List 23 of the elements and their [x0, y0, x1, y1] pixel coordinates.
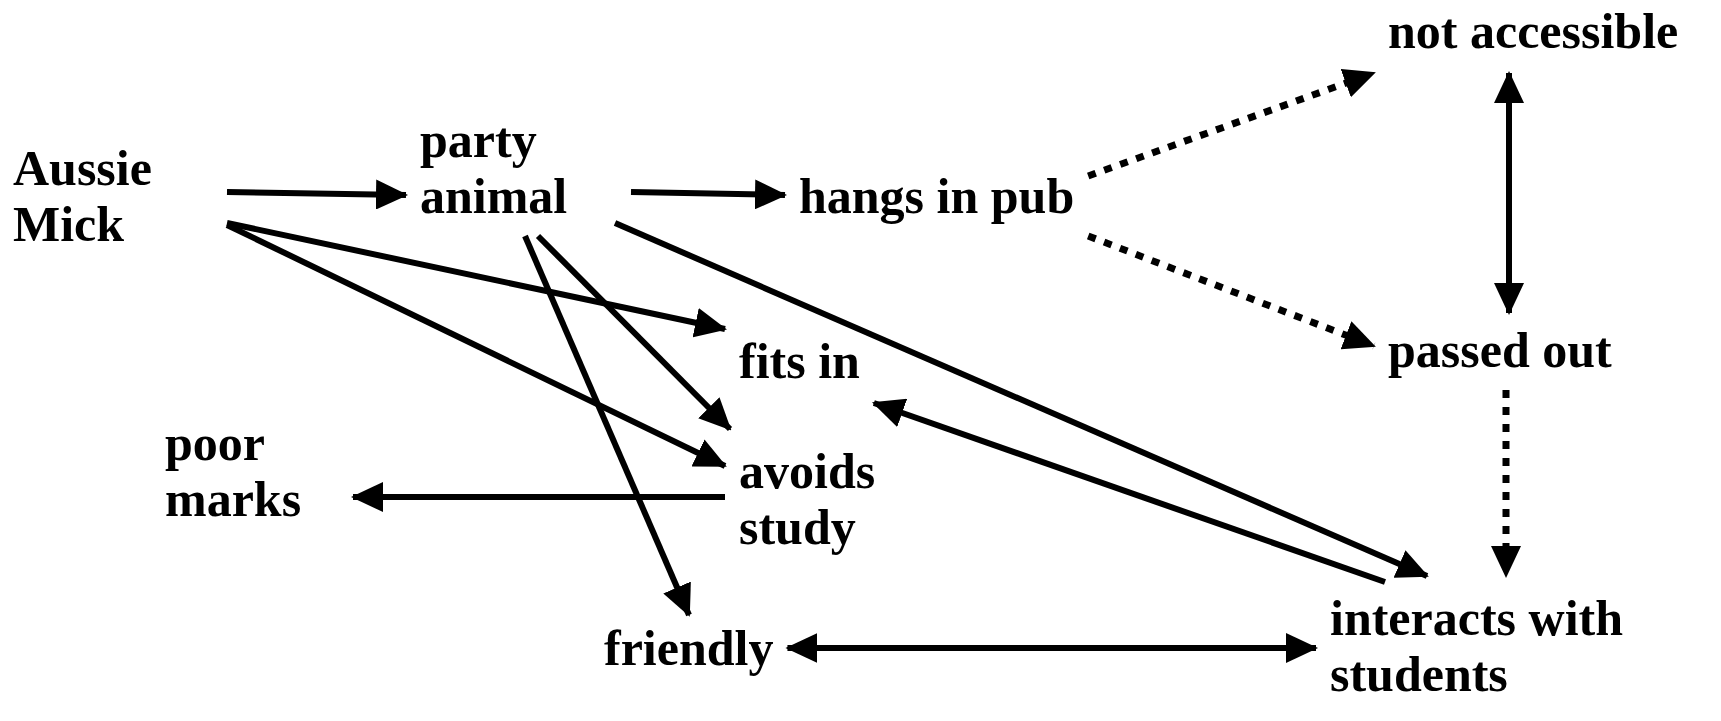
- arrow: [226, 179, 408, 210]
- arrow: [785, 633, 1318, 663]
- node-label: not accessible: [1388, 3, 1680, 59]
- node-label: Aussie Mick: [13, 140, 153, 252]
- arrow: [351, 482, 725, 512]
- arrow: [630, 179, 787, 210]
- arrow: [226, 220, 727, 338]
- node-label: passed out: [1388, 322, 1612, 378]
- arrow: [871, 398, 1386, 585]
- arrow: [1494, 71, 1524, 315]
- arrow: [613, 220, 1429, 579]
- node-label: hangs in pub: [799, 168, 1075, 224]
- arrow: [522, 234, 692, 617]
- node-label: poor marks: [165, 415, 303, 527]
- node-label: interacts with students: [1330, 590, 1624, 702]
- arrow: [535, 233, 733, 432]
- node-label: fits in: [739, 333, 860, 389]
- node-label: friendly: [604, 620, 774, 676]
- dotted-arrow: [1086, 232, 1376, 350]
- dotted-arrow: [1087, 69, 1376, 180]
- arrow: [225, 222, 727, 469]
- node-label: party animal: [420, 112, 569, 224]
- node-label: avoids study: [739, 443, 877, 555]
